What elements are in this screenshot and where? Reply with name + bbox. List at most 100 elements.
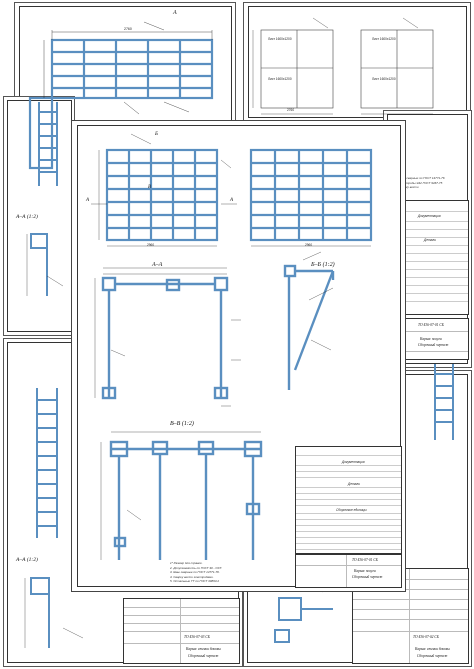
svg-text:2760: 2760: [124, 27, 132, 31]
panel-label: Лист 1600х1200: [372, 77, 396, 81]
mark-a-left: А: [86, 198, 90, 203]
spec-row-line: [402, 301, 468, 302]
spec-header: Сборочные единицы: [336, 508, 367, 512]
bottom-left-ladder-drawing: [24, 388, 84, 648]
stamp-line: [353, 599, 468, 600]
spec-header: Документация: [342, 460, 365, 464]
spec-header: Детали: [424, 238, 436, 242]
dim-bb-width: 2960: [305, 243, 313, 247]
stamp-line: [124, 615, 239, 616]
spec-row-line: [296, 513, 401, 514]
stamp-line: [296, 565, 401, 566]
spec-row-line: [402, 261, 468, 262]
stamp-line: [353, 579, 468, 580]
stamp-line: [402, 331, 468, 332]
spec-row-line: [402, 211, 468, 212]
mark-v: В: [148, 185, 152, 190]
note-line: 5. Остальные ТТ по ГОСТ 30893.2: [170, 579, 219, 583]
panel-label: Лист 1600х1200: [268, 37, 292, 41]
stamp-col: [346, 555, 347, 587]
spec-row-line: [402, 237, 468, 238]
note-line: 2. Допускаемость по ГОСТ 30 - ОСТ.: [170, 565, 223, 570]
note-line: 1* Размер для справок.: [170, 561, 203, 565]
dim-right-width: 2760: [287, 108, 295, 112]
note-line: 3. Швы сварные по ГОСТ 14771-76.: [170, 570, 220, 574]
note-line: 4. Сварку вести электродами.: [170, 574, 214, 579]
section-aa-main: А–А: [152, 262, 163, 268]
top-right-panels-drawing: [252, 17, 434, 115]
title-block-bottom-left: ТО 436-07-03 СБ Каркас стенки боковы Сбо…: [123, 598, 240, 664]
spec-row-line: [296, 487, 401, 488]
stamp-line: [124, 607, 239, 608]
section-vv-main: В–В (1:2): [170, 421, 194, 427]
stamp-line: [353, 609, 468, 610]
panel-label: Лист 1600х1200: [372, 37, 396, 41]
sheet-frame: [248, 6, 467, 118]
stamp-subtitle: Сборочный чертеж: [352, 575, 383, 579]
spec-row-line: [402, 229, 468, 230]
spec-row-line: [296, 477, 401, 478]
top-left-frame-drawing: 2760: [28, 21, 214, 170]
panel-label: Лист 1600х1200: [268, 77, 292, 81]
stamp-subtitle: Сборочный чертеж: [188, 654, 219, 658]
mark-a-top: А: [173, 10, 177, 16]
mark-a-right: А: [230, 198, 234, 203]
spec-row-line: [296, 531, 401, 532]
notes-right-top: Швы сварные по ГОСТ 14771-76 Электроды Э…: [399, 176, 445, 190]
note-line: Швы сварные по ГОСТ 14771-76: [399, 176, 445, 180]
spec-header: Детали: [348, 482, 360, 486]
stamp-col: [180, 599, 181, 663]
notes-center: 1* Размер для справок. 2. Допускаемость …: [170, 561, 222, 584]
spec-row-line: [296, 493, 401, 494]
stamp-line: [124, 631, 239, 632]
section-aa-bottom-left: А–А (1:2): [16, 557, 38, 563]
main-front-elevation: [91, 133, 373, 560]
spec-row-line: [296, 505, 401, 506]
note-line: Электроды Э42 ГОСТ 9467-75: [399, 180, 443, 185]
spec-row-line: [296, 499, 401, 500]
spec-row-line: [296, 471, 401, 472]
spec-row-line: [402, 253, 468, 254]
stamp-line: [353, 631, 468, 632]
spec-row-line: [296, 543, 401, 544]
spec-row-line: [296, 455, 401, 456]
stamp-line: [353, 619, 468, 620]
stamp-line: [353, 589, 468, 590]
left-middle-ladder-drawing: [26, 102, 64, 296]
stamp-line: [402, 351, 468, 352]
sheet-frame: [77, 125, 401, 587]
spec-table-main: Документация Детали Сборочные единицы: [295, 446, 402, 554]
stamp-line: [124, 623, 239, 624]
spec-row-line: [296, 519, 401, 520]
stamp-code: ТО 436-07-01 СБ: [418, 323, 444, 327]
spec-table-right: Документация Детали: [401, 200, 469, 315]
right-ladder-drawing: [434, 364, 454, 440]
stamp-title: Каркас стенки боковы: [415, 647, 450, 651]
spec-row-line: [296, 537, 401, 538]
stamp-col: [409, 569, 410, 663]
stamp-title: Каркас полуга: [420, 337, 442, 341]
dim-center-width: 2960: [147, 243, 155, 247]
stamp-subtitle: Сборочный чертеж: [418, 343, 449, 347]
spec-row-line: [402, 285, 468, 286]
spec-header: Документация: [418, 214, 441, 218]
stamp-line: [124, 643, 239, 644]
note-line: Сварку вести: [399, 185, 419, 189]
section-aa-left: А–А (1:2): [16, 214, 38, 220]
title-block-main: ТО 436-07-01 СБ Каркас полуга Сборочный …: [295, 554, 402, 588]
spec-row-line: [402, 293, 468, 294]
spec-row-line: [296, 465, 401, 466]
stamp-code: ТО 436-07-02 СБ: [413, 635, 439, 639]
spec-row-line: [402, 269, 468, 270]
stamp-subtitle: Сборочный чертеж: [417, 654, 448, 658]
stamp-code: ТО 436-07-03 СБ: [184, 635, 210, 639]
mark-b: Б: [155, 132, 158, 137]
stamp-title: Каркас стенки боковы: [186, 647, 221, 651]
spec-row-line: [402, 245, 468, 246]
spec-row-line: [402, 221, 468, 222]
spec-row-line: [296, 525, 401, 526]
title-block-right-middle: ТО 436-07-01 СБ Каркас полуга Сборочный …: [401, 318, 469, 360]
section-bb-main: Б–Б (1:2): [311, 262, 335, 268]
spec-row-line: [402, 277, 468, 278]
spec-row-line: [296, 549, 401, 550]
